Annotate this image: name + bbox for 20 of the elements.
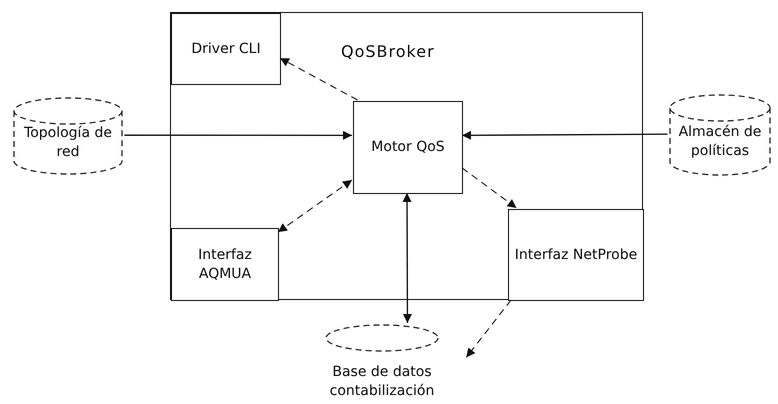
arrow	[462, 167, 518, 208]
system-title: QoSBroker	[341, 41, 435, 63]
component-label: Motor QoS	[370, 138, 446, 157]
component-label: Interfaz NetProbe	[514, 246, 638, 264]
system-boundary-box	[170, 12, 643, 300]
arrow	[462, 130, 668, 140]
component-label: Driver CLI	[190, 40, 262, 58]
component-label: Topología de red	[23, 124, 113, 162]
arrow	[402, 193, 412, 323]
arrow	[280, 58, 358, 100]
component-label: Almacén de políticas	[678, 123, 762, 161]
arrow	[124, 130, 352, 140]
component-box	[508, 209, 644, 301]
component-box	[171, 13, 281, 85]
component-label: Base de datos contabilización	[328, 363, 436, 401]
arrow	[278, 179, 352, 233]
component-label: Interfaz AQMUA	[197, 246, 253, 284]
arrow	[466, 300, 512, 358]
component-box	[171, 228, 279, 301]
component-box	[353, 101, 463, 194]
